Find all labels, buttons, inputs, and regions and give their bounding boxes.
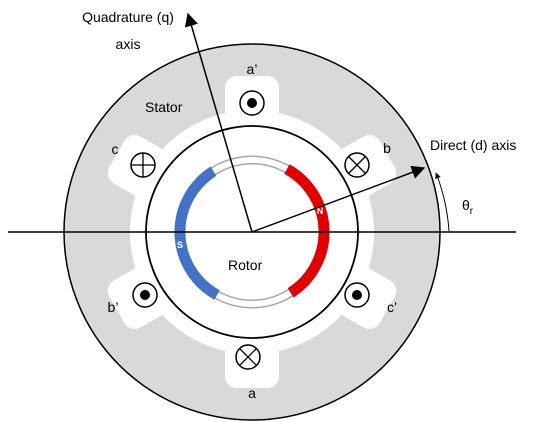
d-axis-arrow	[251, 165, 426, 233]
conductor-c	[130, 152, 156, 178]
slot-label-a: a	[248, 385, 256, 401]
stator-label: Stator	[145, 99, 183, 115]
north-pole-arc	[284, 164, 330, 298]
conductor-c-prime	[344, 282, 370, 308]
theta-subscript: r	[470, 206, 474, 217]
conductor-b	[344, 152, 370, 178]
conductor-a-prime	[239, 90, 265, 116]
slot-label-a-prime: a’	[247, 61, 258, 77]
rotor-label: Rotor	[228, 257, 263, 273]
theta-arc	[435, 172, 450, 232]
slot-label-c-prime: c’	[387, 299, 397, 315]
slot-label-b-prime: b’	[108, 299, 119, 315]
q-axis-label-line2: axis	[116, 36, 141, 52]
q-axis-label-line1: Quadrature (q)	[82, 9, 174, 25]
conductor-b-prime	[132, 282, 158, 308]
south-pole-arc	[174, 166, 220, 300]
slot-label-c: c	[112, 141, 119, 157]
south-pole-label: S	[177, 240, 183, 250]
conductor-a	[235, 344, 261, 370]
d-axis-label: Direct (d) axis	[430, 137, 516, 153]
north-pole-label: N	[317, 206, 324, 216]
theta-symbol: θ	[462, 197, 470, 213]
q-axis-arrow	[184, 12, 253, 233]
theta-label: θr	[462, 197, 474, 217]
slot-label-b: b	[383, 140, 391, 156]
